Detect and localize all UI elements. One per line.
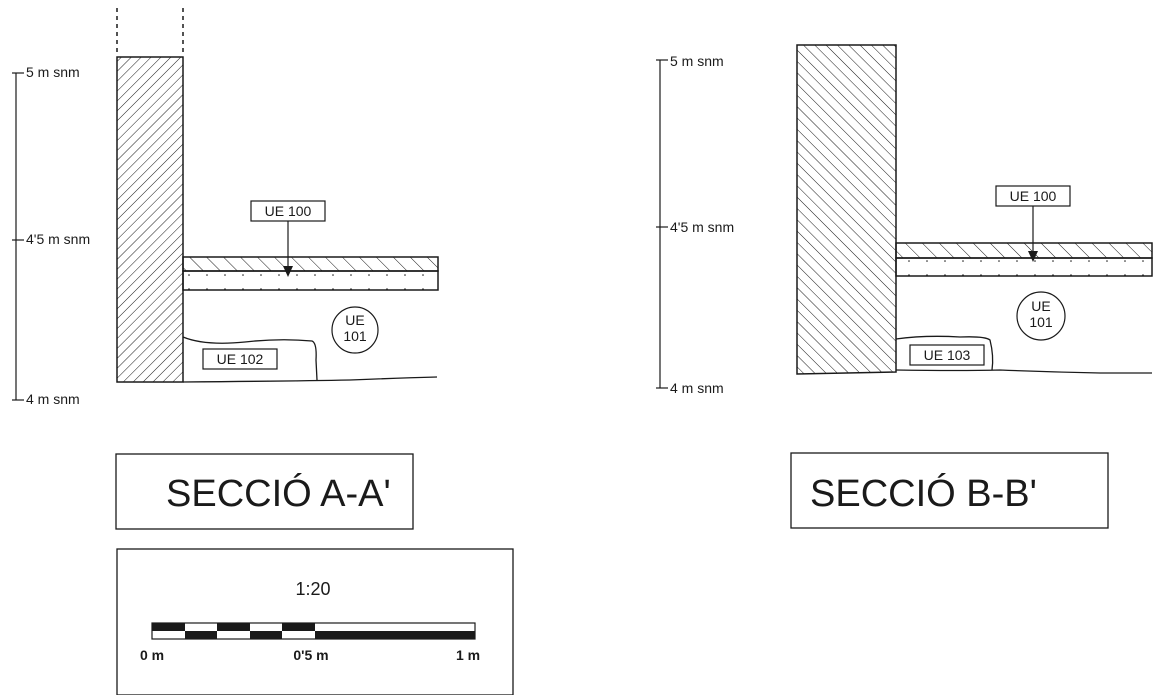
section-b-ue100-arrowhead	[1028, 251, 1038, 262]
section-b-ue103-label: UE 103	[924, 347, 971, 363]
section-b-ue101-label-part1: UE	[1031, 298, 1050, 314]
section-a-ue101-label-part2: 101	[343, 328, 367, 344]
section-a-elevation-axis: 5 m snm 4'5 m snm 4 m snm	[12, 64, 90, 407]
section-a-ue100-arrowhead	[283, 266, 293, 277]
scale-label-end: 1 m	[456, 647, 480, 663]
section-a-preparation-layer	[182, 270, 439, 291]
section-b-elevation-mid: 4'5 m snm	[670, 219, 734, 235]
section-b-elevation-bottom: 4 m snm	[670, 380, 724, 396]
section-a-ue102-label: UE 102	[217, 351, 264, 367]
section-b-title: SECCIÓ B-B'	[810, 472, 1037, 515]
section-b: 5 m snm 4'5 m snm 4 m snm UE 100 UE 101 …	[656, 44, 1153, 529]
section-b-base-line	[895, 369, 1152, 374]
section-b-ue101-label-part2: 101	[1029, 314, 1053, 330]
section-a: 5 m snm 4'5 m snm 4 m snm UE 100 UE 101 …	[12, 8, 439, 530]
section-a-wall	[116, 56, 184, 383]
section-b-preparation-layer	[895, 257, 1153, 277]
section-a-title: SECCIÓ A-A'	[166, 472, 391, 515]
section-a-ue100-label: UE 100	[265, 203, 312, 219]
section-a-elevation-bottom: 4 m snm	[26, 391, 80, 407]
section-a-ue102-box	[202, 348, 278, 370]
section-a-ue102-outline	[182, 336, 318, 381]
section-b-ue103-outline	[895, 335, 994, 371]
section-b-ue103-box	[909, 344, 985, 366]
section-b-elevation-top: 5 m snm	[670, 53, 724, 69]
section-b-floor-layer	[895, 242, 1153, 259]
scale-label-mid: 0'5 m	[293, 647, 328, 663]
section-b-title-box	[790, 452, 1109, 529]
section-a-elevation-top: 5 m snm	[26, 64, 80, 80]
section-b-wall	[796, 44, 897, 375]
section-a-ue101-circle	[331, 306, 379, 354]
scale-legend-box	[116, 548, 514, 695]
section-b-ue101-circle	[1016, 291, 1066, 341]
section-a-base-line	[182, 376, 438, 383]
section-a-ue101-label-part1: UE	[345, 312, 364, 328]
section-b-elevation-axis: 5 m snm 4'5 m snm 4 m snm	[656, 53, 734, 396]
scale-bar	[151, 622, 476, 640]
section-b-ue100-label: UE 100	[1010, 188, 1057, 204]
scale-label-start: 0 m	[140, 647, 164, 663]
section-a-floor-layer	[182, 256, 439, 272]
scale-ratio: 1:20	[295, 579, 330, 599]
scale-legend: 1:20 0 m 0'5 m 1 m	[116, 548, 514, 695]
section-a-elevation-mid: 4'5 m snm	[26, 231, 90, 247]
section-a-title-box	[115, 453, 414, 530]
